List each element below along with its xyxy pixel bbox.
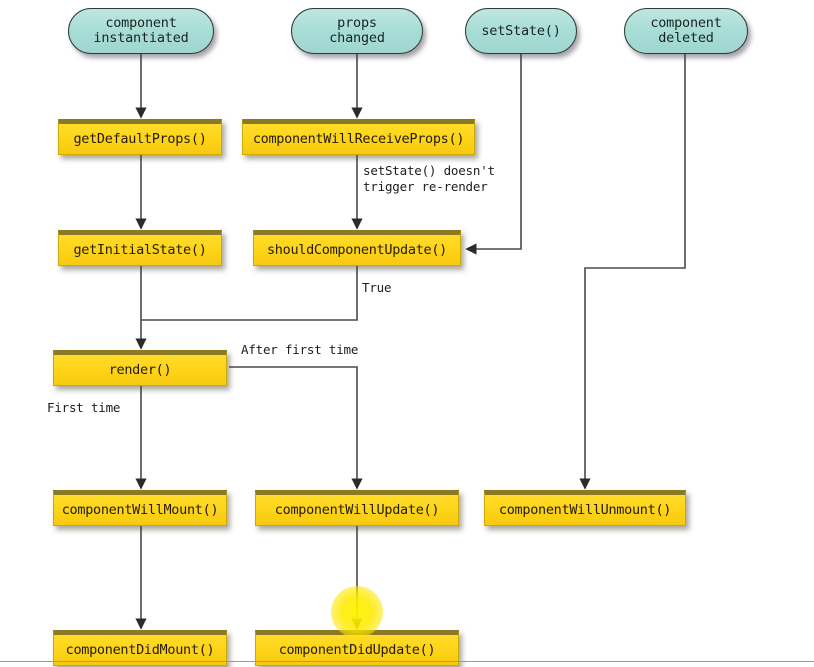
node-component-will-update[interactable]: componentWillUpdate() [255, 490, 459, 526]
edge-label-setstate-note: setState() doesn't trigger re-render [363, 163, 495, 194]
node-label: componentWillMount() [61, 502, 219, 518]
node-label: render() [108, 362, 172, 378]
node-component-will-mount[interactable]: componentWillMount() [53, 490, 227, 526]
node-set-state[interactable]: setState() [465, 8, 577, 54]
node-label: props changed [329, 15, 385, 46]
edge-deleted-to-willunmount [579, 54, 686, 490]
bottom-divider [0, 661, 814, 662]
node-label: component deleted [650, 15, 722, 46]
node-get-initial-state[interactable]: getInitialState() [58, 230, 222, 266]
node-label: componentWillReceiveProps() [252, 131, 465, 147]
node-label: component instantiated [93, 15, 189, 46]
node-label: shouldComponentUpdate() [266, 242, 448, 258]
edge-shouldupdate-true-to-render [141, 266, 358, 321]
node-label: componentWillUpdate() [274, 502, 440, 518]
node-label: getDefaultProps() [73, 131, 207, 147]
node-label: componentWillUnmount() [498, 502, 672, 518]
node-label: setState() [481, 22, 561, 39]
node-component-will-receive-props[interactable]: componentWillReceiveProps() [242, 119, 475, 155]
node-label: getInitialState() [73, 242, 207, 258]
node-component-will-unmount[interactable]: componentWillUnmount() [484, 490, 686, 526]
edge-label-after-first-time: After first time [241, 342, 359, 357]
node-component-did-update[interactable]: componentDidUpdate() [255, 630, 459, 666]
edge-setstate-to-shouldupdate [465, 54, 522, 255]
edge-render-afterfirst-to-willupdate [229, 366, 363, 490]
node-component-deleted[interactable]: component deleted [624, 8, 748, 54]
node-get-default-props[interactable]: getDefaultProps() [58, 119, 222, 155]
edge-label-first-time: First time [47, 400, 121, 415]
node-label: componentDidUpdate() [278, 642, 436, 658]
node-component-instantiated[interactable]: component instantiated [68, 8, 214, 54]
node-render[interactable]: render() [53, 350, 227, 386]
node-should-component-update[interactable]: shouldComponentUpdate() [253, 230, 461, 266]
node-props-changed[interactable]: props changed [291, 8, 423, 54]
edge-label-true: True [362, 280, 392, 295]
node-component-did-mount[interactable]: componentDidMount() [53, 630, 227, 666]
node-label: componentDidMount() [65, 642, 215, 658]
